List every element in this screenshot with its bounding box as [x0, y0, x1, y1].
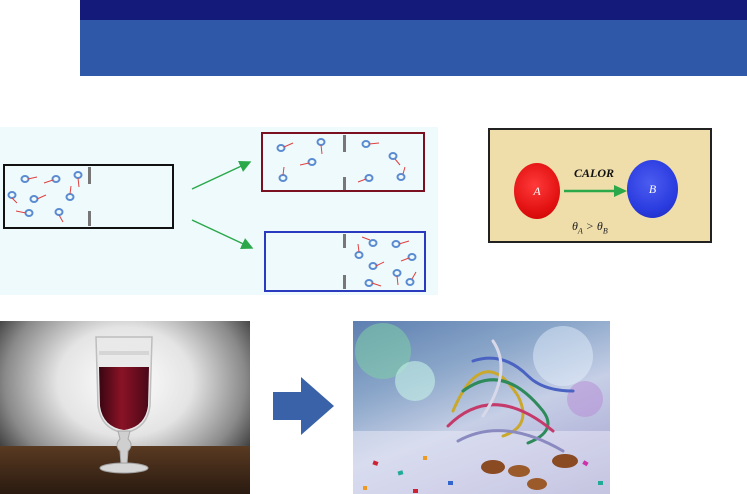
- lower-partition-top: [343, 234, 346, 248]
- initial-partition-bottom: [88, 211, 91, 226]
- process-arrow-down: [191, 219, 254, 249]
- lower-molecules: [354, 239, 417, 287]
- title-banner: [80, 20, 747, 76]
- lower-velocity-arrows: [357, 236, 417, 287]
- initial-partition-top: [88, 167, 91, 184]
- hot-body-a: A: [514, 163, 560, 219]
- temperature-inequality: θA > θB: [572, 219, 608, 236]
- party-streamers-photo: [353, 321, 610, 494]
- initial-velocity-arrows: [11, 176, 80, 223]
- lower-container: [264, 231, 426, 292]
- upper-molecules: [276, 138, 406, 182]
- wine-glass-photo: [0, 321, 250, 494]
- cold-body-label: B: [648, 181, 657, 196]
- upper-velocity-arrows: [282, 142, 406, 183]
- gas-expansion-diagram: [0, 127, 438, 295]
- next-state-arrow-icon: [273, 377, 334, 435]
- initial-container: [3, 164, 174, 229]
- hot-body-label: A: [533, 183, 541, 198]
- initial-molecules: [7, 171, 83, 217]
- heat-transfer-diagram: A CALOR B θA > θB: [488, 128, 712, 243]
- heat-label: CALOR: [574, 166, 615, 180]
- upper-partition-top: [343, 135, 346, 152]
- process-arrow-up: [191, 160, 252, 190]
- title-banner-top-stripe: [80, 0, 747, 20]
- gas-expansion-svg: [3, 132, 426, 292]
- upper-partition-bottom: [343, 177, 346, 190]
- heat-flow-arrow: [564, 185, 627, 197]
- upper-container: [261, 132, 425, 192]
- lower-partition-bottom: [343, 275, 346, 289]
- cold-body-b: B: [627, 160, 678, 218]
